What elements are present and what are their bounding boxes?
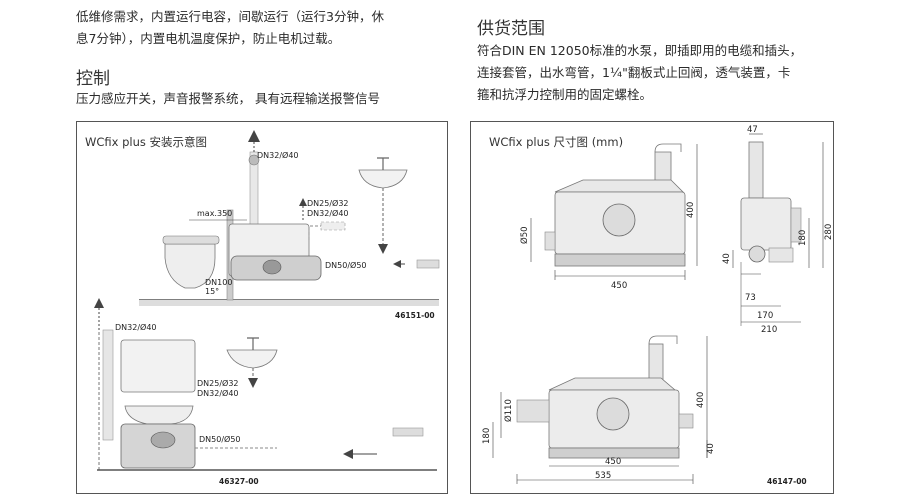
sink-lower-icon — [226, 349, 278, 369]
control-heading: 控制 — [76, 69, 110, 89]
shower-tray-lower-icon — [392, 427, 424, 437]
installation-diagram: DN32/Ø40 max.350 DN25/Ø32 DN32/Ø40 DN50/… — [94, 130, 440, 486]
installation-diagram-panel: WCfix plus 安装示意图 D — [76, 121, 448, 494]
dimension-diagram-title: WCfix plus 尺寸图 (mm) — [489, 135, 624, 149]
pump-motor-lower-icon — [150, 431, 176, 449]
faucet-lower-icon — [247, 337, 259, 350]
label-dn32-40-top: DN32/Ø40 — [257, 150, 299, 160]
figure-code-1: 46151-00 — [395, 311, 435, 320]
dim-d50a: Ø50 — [519, 226, 530, 244]
dim-d400a: 400 — [686, 202, 696, 218]
inlet-circle-front — [602, 203, 636, 237]
floor-hatch-upper — [139, 300, 439, 306]
pump-lid-front — [554, 179, 684, 193]
inlet-circle-wide — [596, 397, 630, 431]
label-max350: max.350 — [197, 209, 232, 218]
label-dn32-40-low: DN32/Ø40 — [115, 322, 157, 332]
inlet-circle-side — [748, 245, 766, 263]
label-dn100: DN100 — [205, 278, 232, 287]
pipe-fitting-icon — [248, 154, 260, 166]
toilet-bowl-lower-icon — [124, 405, 194, 425]
toilet-bowl-icon — [164, 243, 216, 289]
dim-d73: 73 — [745, 293, 756, 303]
label-dn32-40-low2: DN32/Ø40 — [197, 388, 239, 398]
dim-d280: 280 — [824, 224, 833, 240]
supply-text-line3: 箍和抗浮力控制用的固定螺栓。 — [477, 87, 653, 102]
label-dn32-40-mid: DN32/Ø40 — [307, 208, 349, 218]
figure-code-3: 46147-00 — [767, 477, 807, 486]
dim-d210: 210 — [761, 325, 777, 335]
feature-text-line2: 息7分钟），内置电机温度保护，防止电机过载。 — [76, 31, 341, 46]
faucet-icon — [377, 157, 389, 170]
feature-text-line1: 低维修需求，内置运行电容，间歇运行（运行3分钟，休 — [76, 9, 384, 24]
dim-d40b: 40 — [706, 443, 716, 454]
label-dn25-32-low: DN25/Ø32 — [197, 378, 239, 388]
sink-icon — [358, 169, 408, 189]
dim-d40a: 40 — [722, 253, 732, 264]
dim-d47: 47 — [747, 125, 758, 135]
supply-heading: 供货范围 — [477, 19, 545, 39]
dim-d400b: 400 — [696, 392, 706, 408]
label-angle15: 15° — [205, 287, 219, 296]
pressure-pipe — [308, 225, 321, 240]
outlet-pipe-side — [748, 141, 764, 199]
dim-d450: 450 — [611, 281, 627, 291]
supply-text-line1: 符合DIN EN 12050标准的水泵，即插即用的电缆和插头， — [477, 43, 803, 58]
dim-d180: 180 — [798, 230, 808, 246]
installation-diagram-title: WCfix plus 安装示意图 — [85, 135, 208, 149]
arrow-up-icon — [248, 130, 260, 142]
label-dn50-50-low: DN50/Ø50 — [199, 434, 241, 444]
toilet-connector — [516, 399, 550, 423]
label-dn50-50: DN50/Ø50 — [325, 260, 367, 270]
dim-d450b: 450 — [605, 457, 621, 467]
dim-d535: 535 — [595, 471, 611, 481]
dim-d170: 170 — [757, 311, 773, 321]
dim-d180b: 180 — [482, 428, 492, 444]
shower-tray-icon — [416, 259, 440, 269]
toilet-seat-icon — [162, 235, 220, 245]
pump-body-side — [740, 197, 792, 251]
dimension-diagram-panel: WCfix plus 尺寸图 (mm) Ø50 400 450 47 180 2… — [470, 121, 834, 494]
label-dn25-32: DN25/Ø32 — [307, 198, 349, 208]
figure-code-2: 46327-00 — [219, 477, 259, 486]
supply-text-line2: 连接套管，出水弯管，1¼"翻板式止回阀，透气装置，卡 — [477, 65, 791, 80]
arrow-left-icon — [393, 260, 401, 268]
vent-pipe-lower — [102, 329, 114, 441]
cistern-icon — [120, 339, 196, 393]
control-text: 压力感应开关，声音报警系统， 具有远程输送报警信号 — [76, 91, 380, 106]
dimension-diagram: Ø50 400 450 47 180 280 40 73 170 210 — [482, 125, 833, 486]
dim-d110: Ø110 — [503, 399, 514, 422]
arrow-down-icon — [378, 244, 388, 254]
pump-motor-icon — [262, 259, 282, 275]
